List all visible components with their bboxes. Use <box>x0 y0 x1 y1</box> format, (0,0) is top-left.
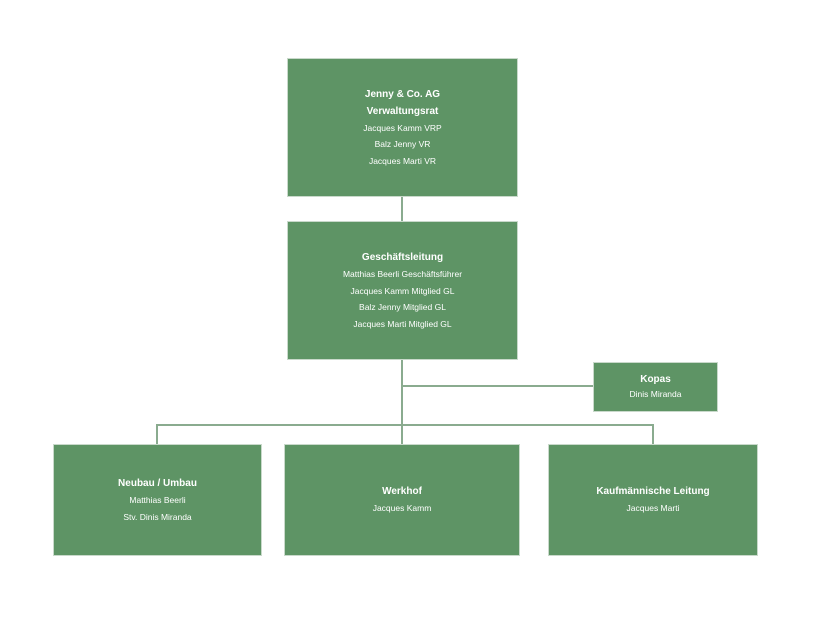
connector-management-trunk <box>401 360 403 444</box>
kopas-title: Kopas <box>640 374 671 385</box>
kopas-box: Kopas Dinis Miranda <box>593 362 718 412</box>
connector-kaufmaennisch <box>652 424 654 444</box>
board-member: Balz Jenny VR <box>374 139 431 150</box>
management-title: Geschäftsleitung <box>361 252 444 263</box>
board-company-name: Jenny & Co. AG <box>364 88 441 100</box>
management-member: Jacques Kamm Mitglied GL <box>350 285 455 296</box>
department-member: Jacques Kamm <box>372 503 432 514</box>
connector-kopas <box>402 385 593 387</box>
department-box-neubau: Neubau / Umbau Matthias Beerli Stv. Dini… <box>53 444 262 556</box>
department-title: Kaufmännische Leitung <box>596 486 710 498</box>
management-box: Geschäftsleitung Matthias Beerli Geschäf… <box>287 221 518 360</box>
board-member: Jacques Marti VR <box>368 155 437 166</box>
management-member: Jacques Marti Mitglied GL <box>353 318 452 329</box>
department-member: Matthias Beerli <box>129 495 186 505</box>
board-member: Jacques Kamm VRP <box>363 122 442 133</box>
department-box-kaufmaennisch: Kaufmännische Leitung Jacques Marti <box>548 444 758 556</box>
department-box-werkhof: Werkhof Jacques Kamm <box>284 444 520 556</box>
department-title: Neubau / Umbau <box>118 478 197 489</box>
management-member: Balz Jenny Mitglied GL <box>359 302 446 312</box>
connector-departments-horizontal <box>156 424 654 426</box>
connector-neubau <box>156 424 158 444</box>
department-title: Werkhof <box>382 486 422 498</box>
board-box: Jenny & Co. AG Verwaltungsrat Jacques Ka… <box>287 58 518 197</box>
department-member: Stv. Dinis Miranda <box>123 511 192 522</box>
kopas-member: Dinis Miranda <box>629 389 682 399</box>
board-title: Verwaltungsrat <box>366 105 439 117</box>
department-member: Jacques Marti <box>626 503 680 514</box>
connector-board-management <box>401 197 403 221</box>
management-member: Matthias Beerli Geschäftsführer <box>342 269 463 279</box>
